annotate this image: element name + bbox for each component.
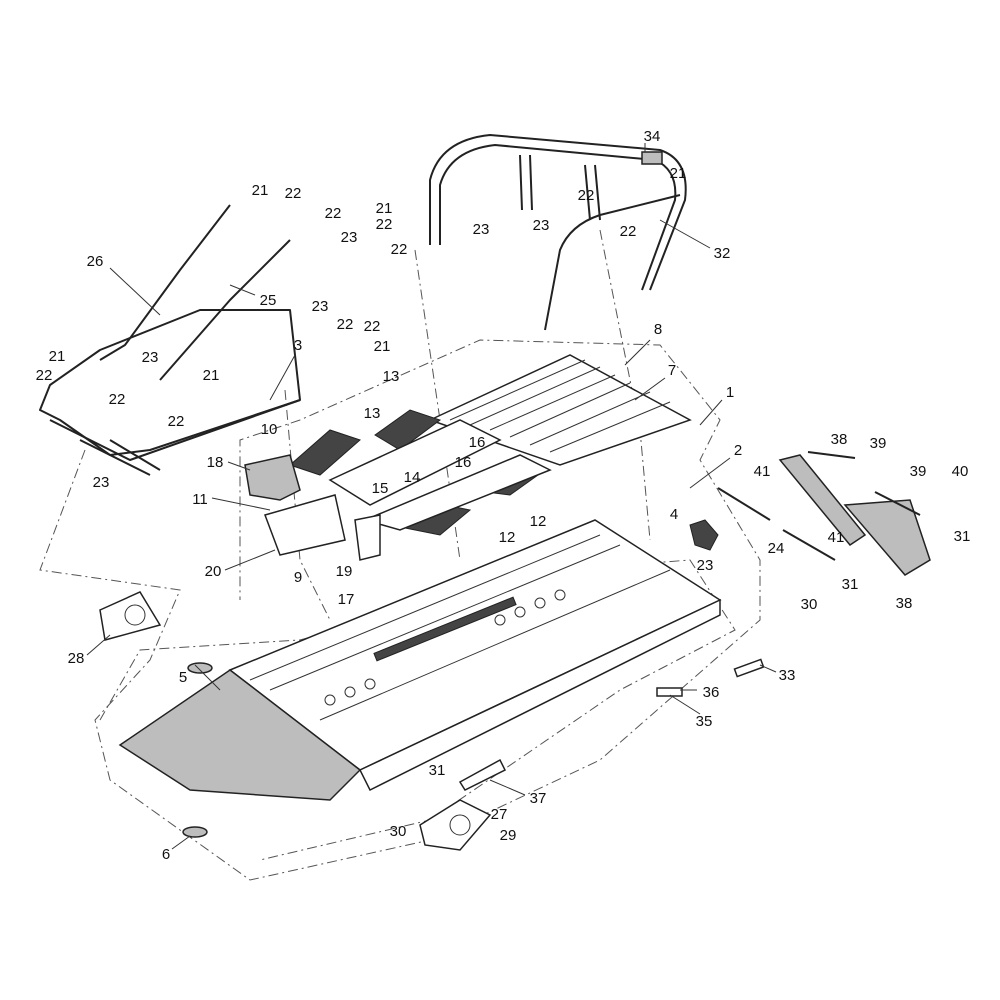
callout-17: 17 (338, 591, 355, 608)
callout-31: 31 (429, 762, 446, 779)
callout-41: 41 (828, 529, 845, 546)
callout-39: 39 (910, 463, 927, 480)
tunnel (118, 519, 722, 801)
callout-21: 21 (252, 182, 269, 199)
callout-21: 21 (670, 165, 687, 182)
callout-11: 11 (192, 491, 208, 508)
callout-40: 40 (952, 463, 969, 480)
callout-22: 22 (391, 241, 408, 258)
callout-10: 10 (261, 421, 278, 438)
callout-6: 6 (162, 846, 170, 863)
callout-26: 26 (87, 253, 104, 270)
callout-22: 22 (376, 216, 393, 233)
callout-21: 21 (49, 348, 66, 365)
callout-41: 41 (754, 463, 771, 480)
callout-22: 22 (285, 185, 302, 202)
callout-33: 33 (779, 667, 796, 684)
callout-14: 14 (404, 469, 421, 486)
callout-24: 24 (768, 540, 785, 557)
callout-28: 28 (68, 650, 85, 667)
callout-8: 8 (654, 321, 662, 338)
callout-20: 20 (205, 563, 222, 580)
callout-7: 7 (668, 362, 676, 379)
callout-19: 19 (336, 563, 353, 580)
callout-21: 21 (203, 367, 220, 384)
callout-12: 12 (530, 513, 547, 530)
callout-37: 37 (530, 790, 547, 807)
callout-9: 9 (294, 569, 302, 586)
callout-22: 22 (364, 318, 381, 335)
callout-23: 23 (473, 221, 490, 238)
callout-22: 22 (578, 187, 595, 204)
callout-39: 39 (870, 435, 887, 452)
callout-13: 13 (364, 405, 381, 422)
callout-22: 22 (36, 367, 53, 384)
roll-cage (429, 134, 687, 331)
callout-22: 22 (325, 205, 342, 222)
callout-16: 16 (455, 454, 472, 471)
callout-23: 23 (93, 474, 110, 491)
callout-30: 30 (390, 823, 407, 840)
callout-22: 22 (168, 413, 185, 430)
callout-21: 21 (374, 338, 391, 355)
callout-38: 38 (896, 595, 913, 612)
callout-27: 27 (491, 806, 508, 823)
running-boards (289, 354, 692, 536)
brackets (244, 454, 719, 561)
callout-31: 31 (954, 528, 971, 545)
callout-38: 38 (831, 431, 848, 448)
callout-18: 18 (207, 454, 224, 471)
callout-23: 23 (533, 217, 550, 234)
callout-16: 16 (469, 434, 486, 451)
callout-3: 3 (294, 337, 302, 354)
callout-30: 30 (801, 596, 818, 613)
callout-35: 35 (696, 713, 713, 730)
callout-25: 25 (260, 292, 277, 309)
callout-23: 23 (312, 298, 329, 315)
callout-22: 22 (337, 316, 354, 333)
callout-34: 34 (644, 128, 661, 145)
callout-31: 31 (842, 576, 859, 593)
callout-12: 12 (499, 529, 516, 546)
callout-5: 5 (179, 669, 187, 686)
callout-13: 13 (383, 368, 400, 385)
callout-1: 1 (726, 384, 734, 401)
tunnel-holes (324, 589, 566, 706)
loose-parts (99, 591, 765, 851)
callout-15: 15 (372, 480, 389, 497)
callout-21: 21 (376, 200, 393, 217)
leader-lines (86, 143, 777, 850)
callout-32: 32 (714, 245, 731, 262)
board-ribs (449, 359, 671, 453)
callout-2: 2 (734, 442, 742, 459)
side-panels (717, 451, 931, 576)
part-34 (641, 151, 663, 165)
callout-23: 23 (341, 229, 358, 246)
callout-36: 36 (703, 684, 720, 701)
callout-22: 22 (620, 223, 637, 240)
callout-22: 22 (109, 391, 126, 408)
callout-23: 23 (142, 349, 159, 366)
callout-4: 4 (670, 506, 678, 523)
callout-23: 23 (697, 557, 714, 574)
assembly-outlines (39, 229, 761, 881)
callout-29: 29 (500, 827, 517, 844)
